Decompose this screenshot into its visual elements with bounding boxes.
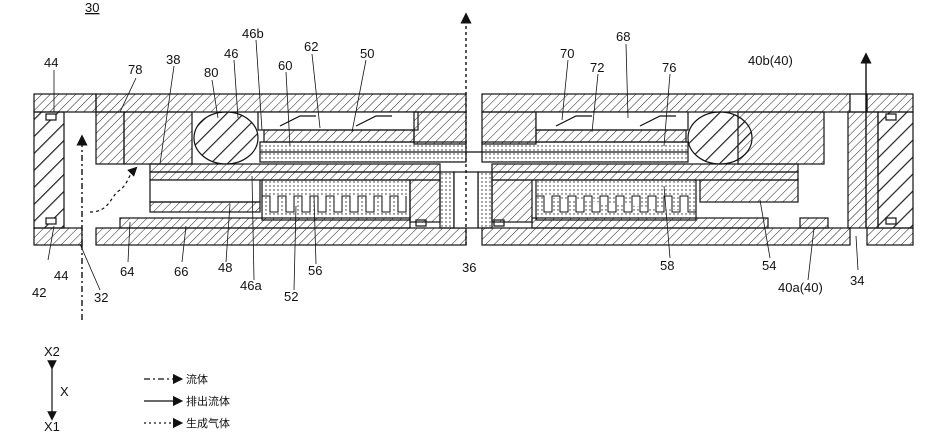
label-60: 60 xyxy=(278,58,292,73)
label-42: 42 xyxy=(32,285,46,300)
label-36: 36 xyxy=(462,260,476,275)
label-78: 78 xyxy=(128,62,142,77)
legend: 流体 排出流体 生成气体 xyxy=(144,372,230,430)
label-58: 58 xyxy=(660,258,674,273)
axis-indicator: X2 X X1 xyxy=(44,344,69,431)
label-46: 46 xyxy=(224,46,238,61)
axis-label-x1: X1 xyxy=(44,419,60,431)
label-70: 70 xyxy=(560,46,574,61)
label-48: 48 xyxy=(218,260,232,275)
label-62: 62 xyxy=(304,39,318,54)
label-68: 68 xyxy=(616,29,630,44)
figure-number: 30 xyxy=(85,0,99,15)
label-40a: 40a(40) xyxy=(778,280,823,295)
label-34: 34 xyxy=(850,273,864,288)
label-46b: 46b xyxy=(242,26,264,41)
legend-label-gas: 生成气体 xyxy=(186,416,230,430)
axis-label-x: X xyxy=(60,384,69,399)
label-66: 66 xyxy=(174,264,188,279)
membrane-stack xyxy=(260,130,688,162)
label-40b: 40b(40) xyxy=(748,53,793,68)
label-38: 38 xyxy=(166,52,180,67)
label-80: 80 xyxy=(204,65,218,80)
label-46a: 46a xyxy=(240,278,262,293)
bottom-plate-40a xyxy=(34,228,913,245)
label-32: 32 xyxy=(94,290,108,305)
internal-gas-arrow xyxy=(90,170,134,212)
label-54: 54 xyxy=(762,258,776,273)
label-44-bottom: 44 xyxy=(54,268,68,283)
label-72: 72 xyxy=(590,60,604,75)
axis-label-x2: X2 xyxy=(44,344,60,359)
label-52: 52 xyxy=(284,289,298,304)
label-76: 76 xyxy=(662,60,676,75)
label-56: 56 xyxy=(308,263,322,278)
label-50: 50 xyxy=(360,46,374,61)
label-64: 64 xyxy=(120,264,134,279)
label-44-top: 44 xyxy=(44,55,58,70)
legend-label-fluid: 流体 xyxy=(186,372,208,386)
top-plate-40b xyxy=(34,94,913,112)
legend-label-discharge: 排出流体 xyxy=(186,394,230,408)
